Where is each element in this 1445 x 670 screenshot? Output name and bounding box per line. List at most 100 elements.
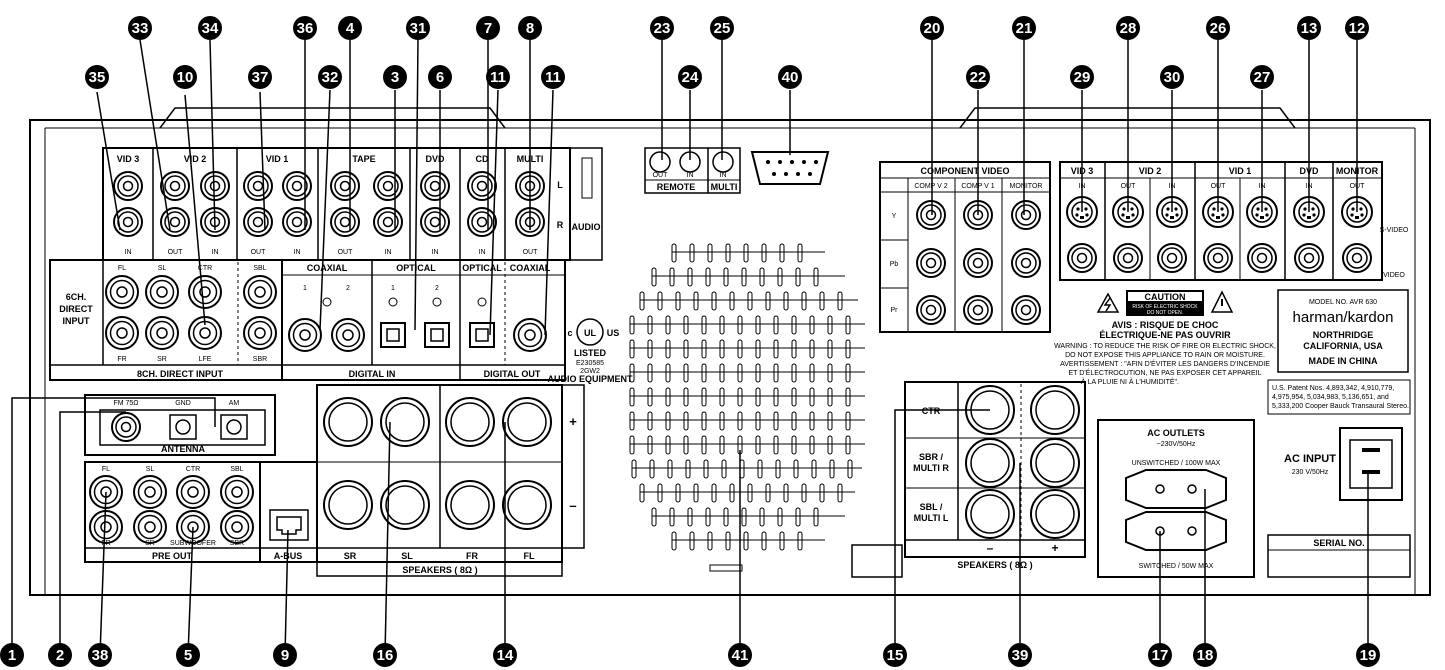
- audio-jacks-top[interactable]: [113, 171, 545, 237]
- vent-slot: [755, 363, 761, 383]
- vent-slot: [791, 339, 797, 359]
- direct-title-3: INPUT: [63, 316, 91, 326]
- digital-jacks[interactable]: [288, 318, 547, 352]
- vent-slot: [647, 435, 653, 455]
- ul-listed: LISTED: [574, 348, 607, 358]
- label-remote: REMOTE: [657, 182, 696, 192]
- callout-number: 8: [526, 20, 534, 37]
- vent-slot: [829, 459, 835, 479]
- vent-slot: [783, 483, 789, 503]
- vent-slot: [683, 435, 689, 455]
- vent-slot: [729, 291, 735, 311]
- a-bus-port[interactable]: [269, 509, 309, 541]
- vent-slot: [711, 483, 717, 503]
- caution-avert3: À LA PLUIE NI À L'HUMIDITÉ".: [1081, 377, 1179, 386]
- vent-slot: [755, 315, 761, 335]
- vent-slot: [665, 387, 671, 407]
- direct-footer: 8CH. DIRECT INPUT: [137, 369, 224, 379]
- callout-number: 12: [1349, 20, 1366, 37]
- vent-slot: [759, 267, 765, 287]
- spk-plus: +: [569, 414, 577, 429]
- direct-label: SBL: [253, 265, 266, 272]
- component-video-jacks[interactable]: [916, 200, 1041, 325]
- antenna-terminals[interactable]: [111, 412, 248, 442]
- callout-number: 35: [89, 69, 106, 86]
- label-vid2: VID 2: [184, 154, 207, 164]
- callout-number: 22: [970, 69, 987, 86]
- vent-slot: [723, 507, 729, 527]
- vent-slot: [703, 459, 709, 479]
- vent-slot: [737, 363, 743, 383]
- label-digital-in: DIGITAL IN: [349, 369, 396, 379]
- vent-slot: [773, 411, 779, 431]
- direct-label: FL: [118, 265, 126, 272]
- ac-outlets-sub: ~230V/50Hz: [1157, 441, 1196, 448]
- io-label: IN: [385, 249, 392, 256]
- preout-jacks[interactable]: [89, 475, 254, 544]
- vent-slot: [671, 243, 677, 263]
- svideo-jacks[interactable]: [1066, 196, 1373, 228]
- callout-number: 17: [1152, 647, 1169, 664]
- vent-slot: [779, 243, 785, 263]
- ac-input-socket[interactable]: [1339, 427, 1403, 501]
- preout-label: FR: [101, 540, 110, 547]
- comp-col-label: MONITOR: [1010, 183, 1043, 190]
- brand-logo: harman/kardon: [1293, 309, 1394, 326]
- vent-slot: [755, 411, 761, 431]
- vent-slot: [809, 387, 815, 407]
- vent-slot: [827, 387, 833, 407]
- comp-row-label: Y: [892, 213, 897, 220]
- vent-slot: [809, 315, 815, 335]
- vent-slot: [669, 507, 675, 527]
- ac-outlets[interactable]: [1125, 469, 1227, 551]
- vent-slot: [791, 435, 797, 455]
- callout-number: 1: [8, 647, 16, 664]
- digital-num: 1: [391, 285, 395, 292]
- vent-slot: [827, 411, 833, 431]
- vent-slot: [779, 531, 785, 551]
- vent-slot: [683, 315, 689, 335]
- vent-slot: [719, 363, 725, 383]
- spk2-plus: +: [1051, 541, 1058, 555]
- vent-slot: [629, 435, 635, 455]
- caution-sub1: RISK OF ELECTRIC SHOCK: [1132, 304, 1198, 310]
- vent-slot: [795, 267, 801, 287]
- vent-slot: [801, 291, 807, 311]
- io-label: IN: [125, 249, 132, 256]
- vent-slot: [747, 291, 753, 311]
- vent-slot: [809, 363, 815, 383]
- vent-slot: [683, 339, 689, 359]
- speaker-terminals-secondary[interactable]: [965, 385, 1080, 539]
- vent-slot: [845, 435, 851, 455]
- vent-slot: [629, 339, 635, 359]
- callout-number: 11: [490, 69, 506, 86]
- vent-slot: [747, 483, 753, 503]
- spk-label: SR: [344, 551, 357, 561]
- spk-label: SL: [401, 551, 413, 561]
- direct-label: FR: [117, 356, 126, 363]
- callout-number: 6: [436, 69, 444, 86]
- vent-slot: [701, 387, 707, 407]
- vent-slot: [775, 459, 781, 479]
- vent-slot: [629, 387, 635, 407]
- vent-slot: [701, 339, 707, 359]
- vent-slot: [723, 267, 729, 287]
- speaker-terminals-main[interactable]: [323, 397, 552, 530]
- label-video: VIDEO: [1383, 272, 1405, 279]
- vent-slot: [665, 411, 671, 431]
- ac-input-sub: 230 V/50Hz: [1292, 469, 1329, 476]
- direct-input-jacks[interactable]: [105, 275, 277, 350]
- vent-slot: [647, 411, 653, 431]
- vent-slot: [701, 315, 707, 335]
- callout-number: 16: [377, 647, 394, 664]
- io-label: IN: [479, 249, 486, 256]
- ul-listed-mark: UL: [576, 318, 604, 346]
- label-r: R: [557, 220, 564, 230]
- serial-port[interactable]: [750, 151, 830, 185]
- label-dvd: DVD: [425, 154, 445, 164]
- ul-c: c: [567, 328, 572, 338]
- vent-slot: [773, 363, 779, 383]
- video-jacks[interactable]: [1067, 243, 1372, 273]
- vent-slot: [737, 315, 743, 335]
- label-tape: TAPE: [352, 154, 375, 164]
